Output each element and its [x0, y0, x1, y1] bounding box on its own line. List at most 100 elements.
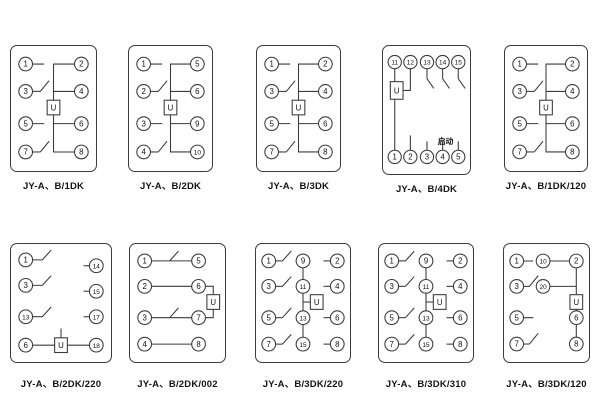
wire — [426, 78, 435, 89]
terminal-number: 6 — [574, 313, 578, 322]
terminal-8-circle — [564, 144, 580, 160]
terminal-number: 4 — [79, 87, 84, 96]
wire — [457, 78, 466, 89]
terminal-number: 5 — [23, 119, 28, 128]
terminal-number: 1 — [269, 60, 273, 69]
terminal-number: 5 — [515, 313, 520, 322]
terminal-number: 13 — [422, 315, 430, 322]
terminal-number: 15 — [422, 342, 430, 349]
terminal-2-circle — [73, 56, 89, 72]
terminal-14-circle — [88, 258, 104, 274]
terminal-number: 7 — [515, 340, 519, 349]
terminal-number: 7 — [267, 340, 271, 349]
wire — [405, 276, 415, 287]
terminal-6-circle — [73, 116, 89, 132]
terminal-number: 11 — [391, 60, 398, 67]
wire — [297, 114, 326, 153]
terminal-1-circle — [137, 253, 153, 269]
coil-label: U — [58, 341, 64, 350]
coil-label: U — [296, 103, 302, 112]
terminal-number: 13 — [22, 314, 30, 321]
coil-box — [569, 294, 584, 310]
wire — [282, 276, 292, 287]
terminal-number: 5 — [267, 313, 272, 322]
terminal-6-circle — [317, 116, 333, 132]
terminal-number: 1 — [393, 153, 397, 162]
terminal-3-circle — [384, 278, 400, 294]
terminal-number: 2 — [143, 282, 147, 291]
coil-label: U — [168, 103, 174, 112]
terminal-number: 10 — [539, 259, 547, 266]
panel-label: JY-A、B/2DK/002 — [137, 379, 218, 390]
coil-label: U — [573, 298, 579, 307]
coil-label: U — [51, 103, 57, 112]
panel-label: JY-A、B/3DK/310 — [385, 379, 467, 390]
terminal-20-circle — [535, 279, 551, 294]
terminal-number: 12 — [407, 60, 415, 67]
terminal-number: 9 — [424, 257, 428, 266]
coil-label: U — [314, 298, 320, 307]
terminal-number: 8 — [335, 340, 340, 349]
wire — [528, 332, 539, 345]
terminal-7-circle — [509, 336, 525, 352]
terminal-number: 15 — [299, 342, 307, 349]
terminal-number: 5 — [269, 119, 274, 128]
wire — [169, 114, 198, 153]
terminal-number: 4 — [570, 87, 575, 96]
terminal-4-circle — [73, 84, 89, 99]
terminal-number: 2 — [335, 257, 339, 266]
wire — [282, 307, 292, 319]
wire — [442, 78, 450, 89]
terminal-number: 3 — [267, 282, 272, 291]
terminal-3-circle — [261, 278, 277, 294]
terminal-9-circle — [295, 253, 311, 269]
wire — [41, 275, 52, 286]
terminal-1-circle — [509, 253, 525, 269]
terminal-1-circle — [512, 56, 528, 72]
terminal-number: 6 — [79, 119, 83, 128]
start-label: 启动 — [438, 136, 454, 146]
terminal-number: 2 — [570, 60, 574, 69]
terminal-13-circle — [18, 309, 34, 325]
terminal-5-circle — [264, 116, 280, 132]
terminal-number: 3 — [141, 119, 145, 128]
terminal-number: 11 — [423, 284, 430, 291]
wire — [169, 250, 179, 262]
terminal-number: 3 — [24, 281, 29, 290]
terminal-3-circle — [419, 149, 435, 165]
terminal-1-circle — [264, 56, 280, 72]
terminal-13-circle — [418, 310, 434, 326]
terminal-6-circle — [452, 310, 468, 326]
terminal-7-circle — [384, 336, 400, 352]
terminal-1-circle — [18, 252, 34, 268]
terminal-number: 8 — [79, 148, 83, 157]
terminal-number: 4 — [143, 340, 148, 349]
terminal-number: 5 — [456, 153, 461, 162]
panel-label: JY-A、B/4DK — [395, 184, 458, 195]
terminal-number: 18 — [93, 343, 101, 350]
terminal-6-circle — [18, 337, 34, 353]
wire — [39, 80, 50, 92]
terminal-2-circle — [564, 56, 580, 72]
terminal-number: 1 — [515, 257, 519, 266]
terminal-number: 1 — [143, 257, 147, 266]
panel-label: JY-A、B/3DK/220 — [262, 379, 344, 390]
wire — [405, 333, 415, 345]
terminal-2-circle — [137, 278, 153, 294]
terminal-number: 6 — [570, 119, 574, 128]
terminal-9-circle — [418, 253, 434, 269]
wire — [405, 250, 415, 262]
terminal-14-circle — [435, 54, 450, 70]
terminal-3-circle — [136, 116, 152, 132]
terminal-6-circle — [191, 278, 206, 294]
terminal-1-circle — [136, 56, 152, 72]
terminal-number: 1 — [24, 256, 28, 265]
